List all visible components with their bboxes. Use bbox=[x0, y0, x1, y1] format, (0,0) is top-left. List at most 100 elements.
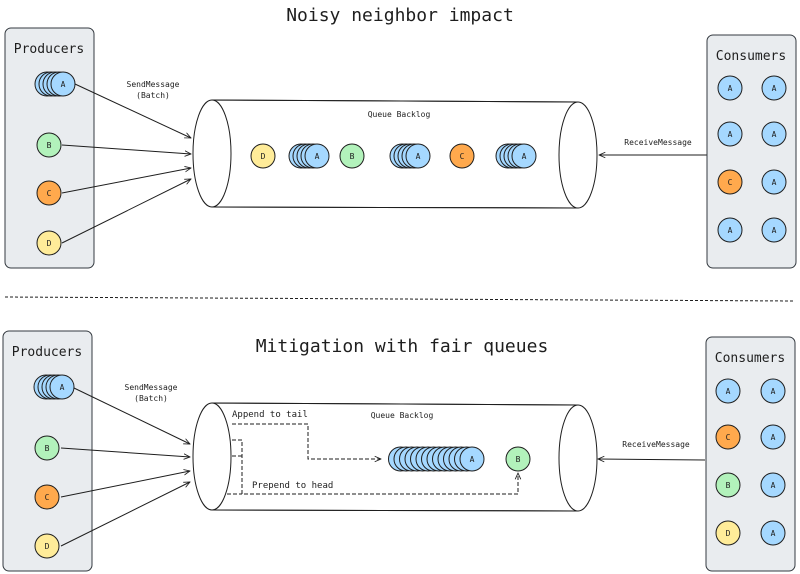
message-label: C bbox=[45, 493, 50, 502]
producer-c: C bbox=[34, 484, 60, 510]
message-label: A bbox=[522, 152, 527, 161]
message-circle bbox=[761, 169, 787, 195]
message-circle bbox=[339, 143, 365, 169]
consumer-a: A bbox=[760, 424, 786, 450]
message-label: A bbox=[61, 80, 66, 89]
queue-message-a: A bbox=[389, 143, 431, 169]
consumer-a: A bbox=[761, 169, 787, 195]
message-label: A bbox=[728, 226, 733, 235]
message-label: A bbox=[771, 481, 776, 490]
bottom-arrow-d bbox=[60, 482, 190, 547]
message-label: C bbox=[460, 152, 465, 161]
top-arrow-c bbox=[61, 168, 191, 194]
message-label: C bbox=[47, 189, 52, 198]
bottom-arrow-c bbox=[60, 471, 190, 498]
message-label: A bbox=[416, 152, 421, 161]
queue-message-b: B bbox=[339, 143, 365, 169]
message-label: A bbox=[60, 383, 65, 392]
message-circle bbox=[715, 424, 741, 450]
message-circle bbox=[760, 378, 786, 404]
consumer-b: B bbox=[715, 472, 741, 498]
message-circle bbox=[511, 143, 537, 169]
bottom-arrow-a bbox=[73, 387, 190, 445]
top-queue-title: Queue Backlog bbox=[368, 110, 431, 119]
section-divider bbox=[4, 296, 796, 302]
message-circle bbox=[250, 143, 276, 169]
message-circle bbox=[715, 520, 741, 546]
consumer-a: A bbox=[760, 520, 786, 546]
top-receive-label: ReceiveMessage bbox=[624, 138, 692, 147]
consumer-a: A bbox=[761, 217, 787, 243]
message-label: A bbox=[315, 152, 320, 161]
bottom-send-arrows bbox=[60, 387, 190, 547]
producer-b: B bbox=[36, 132, 62, 158]
top-arrow-a bbox=[74, 83, 191, 139]
message-label: D bbox=[47, 239, 52, 248]
top-title: Noisy neighbor impact bbox=[286, 5, 514, 26]
consumer-a: A bbox=[717, 121, 743, 147]
queue-message-d: D bbox=[250, 143, 276, 169]
message-circle bbox=[49, 374, 75, 400]
message-label: A bbox=[771, 529, 776, 538]
message-label: A bbox=[771, 433, 776, 442]
message-label: A bbox=[772, 226, 777, 235]
consumer-c: C bbox=[715, 424, 741, 450]
message-label: A bbox=[470, 455, 475, 464]
message-circle bbox=[304, 143, 330, 169]
consumer-a: A bbox=[760, 378, 786, 404]
message-circle bbox=[760, 472, 786, 498]
message-circle bbox=[761, 121, 787, 147]
bottom-producer-nodes: A B C D bbox=[33, 374, 75, 559]
top-consumers-title: Consumers bbox=[716, 49, 786, 64]
consumer-a: A bbox=[761, 121, 787, 147]
message-circle bbox=[761, 75, 787, 101]
append-to-tail-path bbox=[232, 423, 381, 459]
consumer-c: C bbox=[717, 169, 743, 195]
consumer-a: A bbox=[715, 378, 741, 404]
message-circle bbox=[36, 230, 62, 256]
top-arrow-d bbox=[61, 179, 191, 244]
top-send-label: SendMessage bbox=[127, 80, 180, 89]
queue-message-b: B bbox=[505, 446, 531, 472]
top-send-arrows bbox=[61, 83, 191, 244]
queue-message-c: C bbox=[449, 143, 475, 169]
message-circle bbox=[761, 217, 787, 243]
message-label: D bbox=[45, 542, 50, 551]
message-label: A bbox=[772, 178, 777, 187]
bottom-send-label: SendMessage bbox=[125, 383, 178, 392]
consumer-a: A bbox=[761, 75, 787, 101]
message-circle bbox=[36, 132, 62, 158]
message-circle bbox=[405, 143, 431, 169]
bottom-receive-arrow bbox=[598, 459, 706, 460]
message-label: C bbox=[726, 433, 731, 442]
message-circle bbox=[715, 378, 741, 404]
message-label: A bbox=[726, 387, 731, 396]
message-label: B bbox=[47, 141, 52, 150]
producer-d: D bbox=[36, 230, 62, 256]
message-circle bbox=[34, 533, 60, 559]
message-circle bbox=[717, 169, 743, 195]
message-circle bbox=[715, 472, 741, 498]
message-label: A bbox=[771, 387, 776, 396]
message-circle bbox=[505, 446, 531, 472]
bottom-send-label-batch: (Batch) bbox=[134, 394, 168, 403]
bottom-title: Mitigation with fair queues bbox=[256, 336, 549, 357]
consumer-a: A bbox=[760, 472, 786, 498]
consumer-a: A bbox=[717, 75, 743, 101]
consumer-a: A bbox=[717, 217, 743, 243]
message-label: A bbox=[772, 84, 777, 93]
message-circle bbox=[449, 143, 475, 169]
message-circle bbox=[36, 180, 62, 206]
producer-b: B bbox=[34, 435, 60, 461]
queue-message-a: A bbox=[495, 143, 537, 169]
top-send-label-batch: (Batch) bbox=[136, 91, 170, 100]
bottom-section: Mitigation with fair queues Producers AB… bbox=[2, 330, 796, 572]
producer-d: D bbox=[34, 533, 60, 559]
message-circle bbox=[34, 484, 60, 510]
message-label: B bbox=[45, 444, 50, 453]
top-producer-nodes: A B C D bbox=[34, 71, 76, 256]
